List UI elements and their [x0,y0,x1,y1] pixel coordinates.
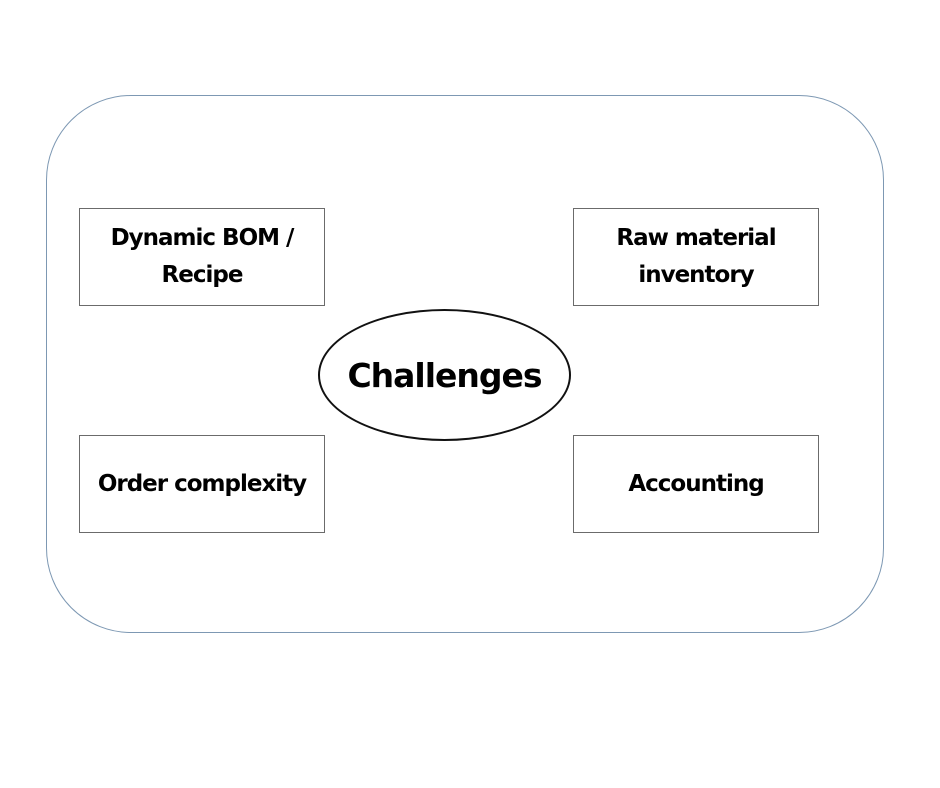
challenge-box-raw-material-inventory: Raw material inventory [573,208,819,306]
challenge-box-label: Order complexity [97,470,307,497]
center-label: Challenges [347,355,542,395]
center-ellipse: Challenges [318,309,571,441]
challenge-box-accounting: Accounting [573,435,819,533]
challenge-box-label: Dynamic BOM / Recipe [110,225,295,288]
challenge-box-label: Accounting [628,470,764,497]
challenge-box-dynamic-bom: Dynamic BOM / Recipe [79,208,325,306]
challenge-box-label: Raw material inventory [616,225,776,288]
diagram-frame [46,95,884,633]
challenge-box-order-complexity: Order complexity [79,435,325,533]
